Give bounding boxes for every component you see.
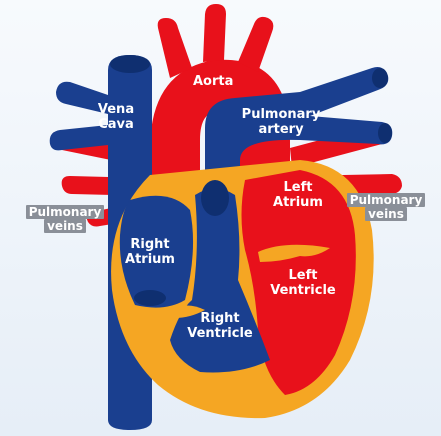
left-ventricle-label: Left Ventricle: [264, 268, 342, 298]
pulmonary-veins-right-label: Pulmonary veins: [340, 193, 432, 221]
right-atrium-label: Right Atrium: [120, 237, 180, 267]
pulmonary-valve-opening: [201, 180, 229, 216]
aorta-label: Aorta: [193, 74, 233, 89]
pulmonary-artery-label: Pulmonary artery: [236, 107, 326, 137]
right-ventricle-label: Right Ventricle: [180, 311, 260, 341]
vena-cava-label: Vena Cava: [94, 102, 138, 132]
pulmonary-veins-left-label: Pulmonary veins: [20, 205, 110, 233]
left-atrium-label: Left Atrium: [266, 180, 330, 210]
right-atrium-opening: [134, 290, 166, 306]
